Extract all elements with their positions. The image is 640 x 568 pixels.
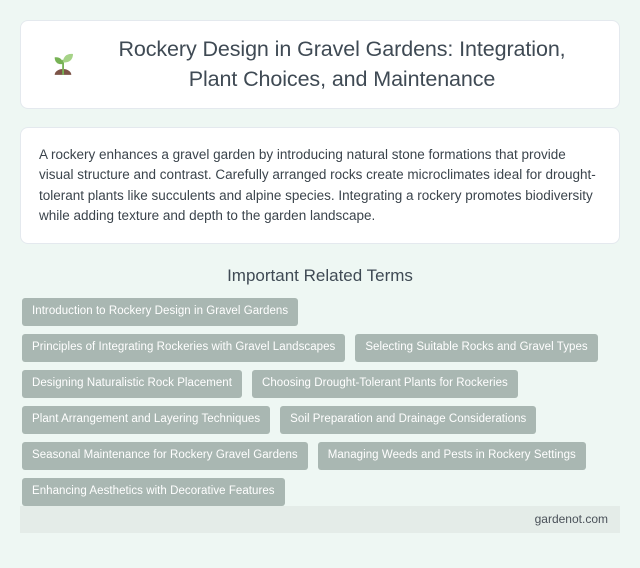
page-title: Rockery Design in Gravel Gardens: Integr…	[118, 37, 566, 92]
seedling-icon	[54, 54, 73, 76]
related-term-tag[interactable]: Principles of Integrating Rockeries with…	[22, 333, 346, 362]
footer-bar: gardenot.com	[20, 505, 620, 533]
description-card: A rockery enhances a gravel garden by in…	[20, 126, 620, 244]
related-term-tag[interactable]: Designing Naturalistic Rock Placement	[22, 369, 242, 398]
related-term-tag[interactable]: Introduction to Rockery Design in Gravel…	[22, 297, 299, 326]
header-card: Rockery Design in Gravel Gardens: Integr…	[20, 20, 620, 109]
description-text: A rockery enhances a gravel garden by in…	[39, 146, 596, 224]
related-term-tag[interactable]: Plant Arrangement and Layering Technique…	[22, 405, 271, 434]
related-terms-list: Introduction to Rockery Design in Gravel…	[20, 297, 620, 506]
header-content: Rockery Design in Gravel Gardens: Integr…	[48, 34, 592, 94]
related-term-tag[interactable]: Enhancing Aesthetics with Decorative Fea…	[22, 477, 285, 506]
related-term-tag[interactable]: Soil Preparation and Drainage Considerat…	[280, 405, 537, 434]
related-term-tag[interactable]: Seasonal Maintenance for Rockery Gravel …	[22, 441, 308, 470]
related-term-tag[interactable]: Managing Weeds and Pests in Rockery Sett…	[317, 441, 586, 470]
related-term-tag[interactable]: Choosing Drought-Tolerant Plants for Roc…	[252, 369, 518, 398]
related-terms-heading: Important Related Terms	[227, 265, 413, 285]
related-term-tag[interactable]: Selecting Suitable Rocks and Gravel Type…	[355, 333, 598, 362]
footer-site-name: gardenot.com	[534, 512, 608, 527]
